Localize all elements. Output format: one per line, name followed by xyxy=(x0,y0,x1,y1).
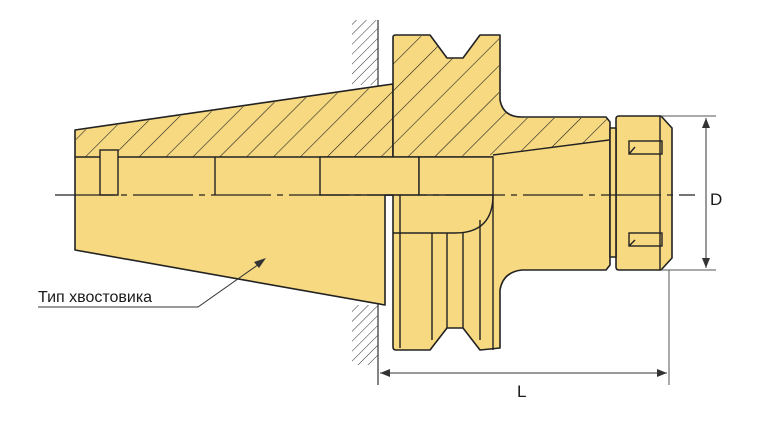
shank-type-label: Тип хвостовика xyxy=(38,289,152,306)
internal-contours xyxy=(75,116,663,350)
dimension-l-label: L xyxy=(517,382,526,401)
section-hatch xyxy=(76,36,609,157)
leader-arrowhead xyxy=(254,258,266,268)
bore-step xyxy=(319,156,420,196)
nut-slot xyxy=(628,232,663,247)
dimension-d xyxy=(661,115,716,271)
nut-ring xyxy=(609,127,617,258)
dimension-d-label: D xyxy=(710,190,722,209)
nut-slot xyxy=(628,140,663,155)
dimension-l xyxy=(380,270,670,385)
spindle-wall xyxy=(352,20,379,385)
collet-nut xyxy=(615,115,673,271)
shank-type-leader xyxy=(38,258,266,308)
key-slot xyxy=(99,149,119,196)
bore-step xyxy=(418,156,494,196)
